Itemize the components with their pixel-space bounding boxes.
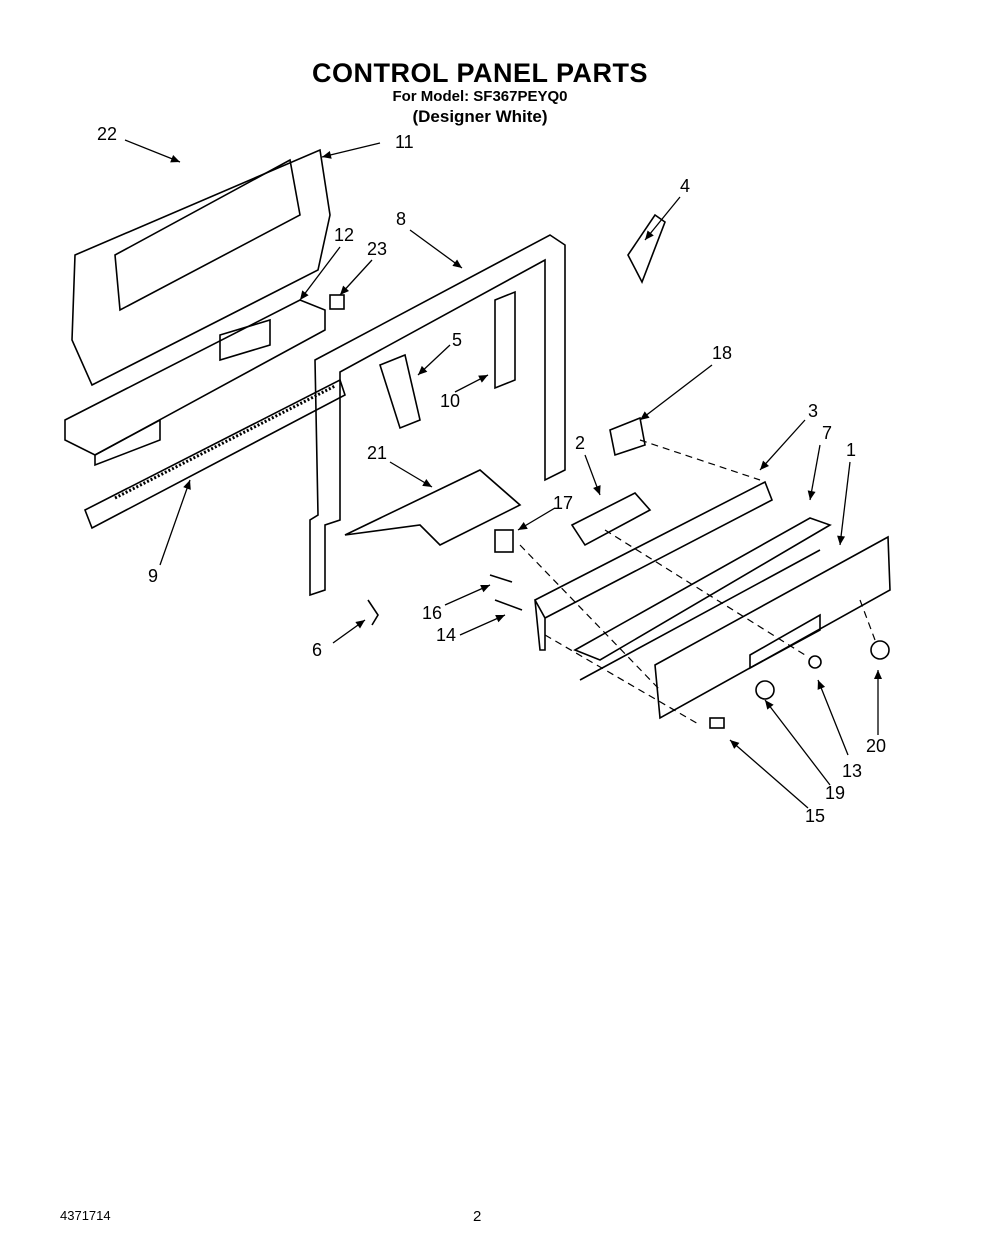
callout-label: 19 (825, 783, 845, 803)
leader-line (644, 196, 681, 241)
page-number: 2 (473, 1208, 482, 1225)
callout-label: 8 (396, 209, 406, 229)
leader-line (639, 364, 713, 421)
part-switch-17 (494, 529, 514, 553)
arrowhead-icon (418, 365, 428, 375)
leader-line (759, 419, 806, 471)
document-number: 4371714 (60, 1208, 111, 1223)
part-button-15 (709, 717, 725, 729)
part-console (533, 480, 774, 651)
leader-line (729, 739, 809, 809)
callout-label: 13 (842, 761, 862, 781)
callout-label: 12 (334, 225, 354, 245)
part-rear-panel (71, 148, 331, 387)
leader-line (817, 679, 849, 756)
arrowhead-icon (817, 680, 826, 690)
model-number: For Model: SF367PEYQ0 (392, 88, 568, 105)
part-end-cap (627, 213, 666, 284)
callout-label: 2 (575, 433, 585, 453)
arrowhead-icon (300, 290, 309, 300)
part-switch-23 (329, 294, 345, 310)
leader-line (299, 246, 341, 301)
page-title: CONTROL PANEL PARTS (311, 58, 649, 88)
callout-label: 21 (367, 443, 387, 463)
leader-line (124, 139, 181, 163)
callout-label: 3 (808, 401, 818, 421)
arrowhead-icon (765, 700, 774, 710)
callout-label: 20 (866, 736, 886, 756)
leader-line (764, 699, 831, 786)
leader-line (809, 444, 821, 501)
arrowhead-icon (518, 521, 528, 530)
part-knob-20 (870, 640, 890, 660)
arrowhead-icon (874, 670, 882, 679)
arrowhead-icon (760, 460, 769, 470)
part-front-panel (654, 535, 891, 720)
leader-line (321, 142, 381, 158)
arrowhead-icon (837, 535, 846, 545)
callout-label: 1 (846, 440, 856, 460)
leader-line (839, 461, 851, 546)
callout-label: 4 (680, 176, 690, 196)
callout-label: 5 (452, 330, 462, 350)
alignment-lines (519, 439, 876, 726)
part-knob-19 (755, 680, 775, 700)
callout-label: 22 (97, 124, 117, 144)
arrowhead-icon (422, 478, 432, 487)
callout-label: 23 (367, 239, 387, 259)
arrowhead-icon (183, 480, 191, 490)
part-knob-13 (808, 655, 822, 669)
part-bushing-14 (494, 599, 523, 611)
part-shield (344, 469, 522, 546)
part-bracket (64, 299, 326, 467)
part-vent-strip (83, 378, 346, 530)
part-clip-6 (367, 599, 379, 626)
arrowhead-icon (322, 150, 332, 159)
callout-label: 9 (148, 566, 158, 586)
part-switch (609, 416, 646, 457)
callout-label: 15 (805, 806, 825, 826)
part-bushing-16 (489, 574, 513, 583)
callout-label: 16 (422, 603, 442, 623)
leader-line (159, 479, 191, 566)
arrowhead-icon (807, 490, 816, 500)
arrowhead-icon (478, 375, 488, 383)
arrowhead-icon (480, 585, 490, 593)
arrowhead-icon (495, 615, 505, 623)
arrowhead-icon (730, 740, 740, 749)
callout-label: 18 (712, 343, 732, 363)
arrowhead-icon (340, 285, 350, 295)
callout-label: 6 (312, 640, 322, 660)
leader-line (409, 229, 463, 269)
arrowhead-icon (170, 154, 180, 163)
part-control-frame (309, 234, 566, 597)
callout-label: 10 (440, 391, 460, 411)
callout-label: 14 (436, 625, 456, 645)
arrowhead-icon (645, 230, 654, 240)
callout-label: 7 (822, 423, 832, 443)
callout-label: 11 (395, 132, 414, 152)
callout-label: 17 (553, 493, 573, 513)
arrowhead-icon (355, 620, 365, 629)
arrowhead-icon (452, 259, 462, 268)
model-variant: (Designer White) (412, 107, 548, 126)
part-display (570, 492, 652, 547)
arrowhead-icon (593, 485, 601, 495)
arrowhead-icon (640, 411, 650, 420)
part-channel (573, 517, 832, 681)
